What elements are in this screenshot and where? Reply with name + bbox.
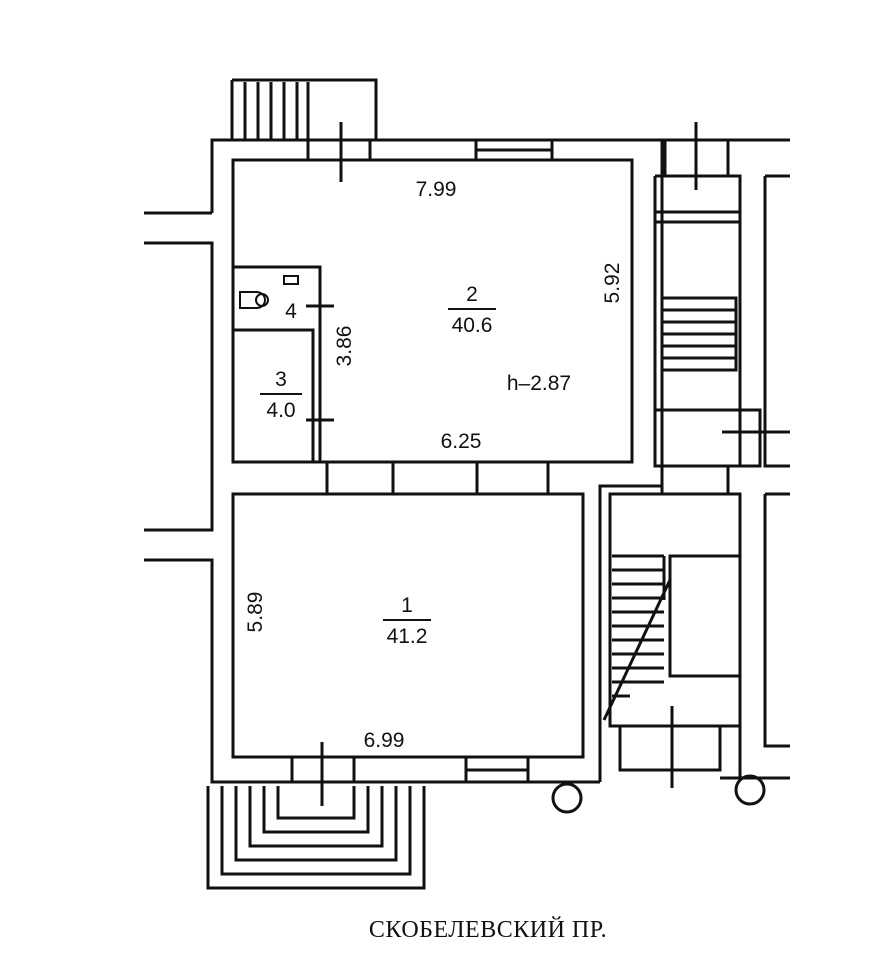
- dimension-room1-left: 5.89: [244, 592, 267, 633]
- room-3-area: 4.0: [266, 399, 295, 422]
- room-2-number: 2: [466, 283, 478, 306]
- dimension-room2-top: 7.99: [416, 178, 457, 201]
- ceiling-height: h–2.87: [507, 372, 571, 395]
- room-2-area: 40.6: [452, 314, 493, 337]
- room-3-number: 3: [275, 368, 287, 391]
- room-3-label: 3 4.0: [260, 368, 302, 422]
- room-1-number: 1: [401, 594, 413, 617]
- dimension-room2-right: 5.92: [601, 263, 624, 304]
- room-1-area: 41.2: [387, 625, 428, 648]
- room-2-label: 2 40.6: [448, 283, 496, 337]
- room-4-number: 4: [285, 300, 297, 323]
- dimension-room1-bottom: 6.99: [364, 729, 405, 752]
- street-name: СКОБЕЛЕВСКИЙ ПР.: [369, 917, 607, 943]
- walls: [144, 78, 790, 890]
- toilet-icon: [239, 275, 299, 309]
- room-1-label: 1 41.2: [383, 594, 431, 648]
- dimension-partition: 3.86: [333, 326, 356, 367]
- dimension-room2-bottom: 6.25: [441, 430, 482, 453]
